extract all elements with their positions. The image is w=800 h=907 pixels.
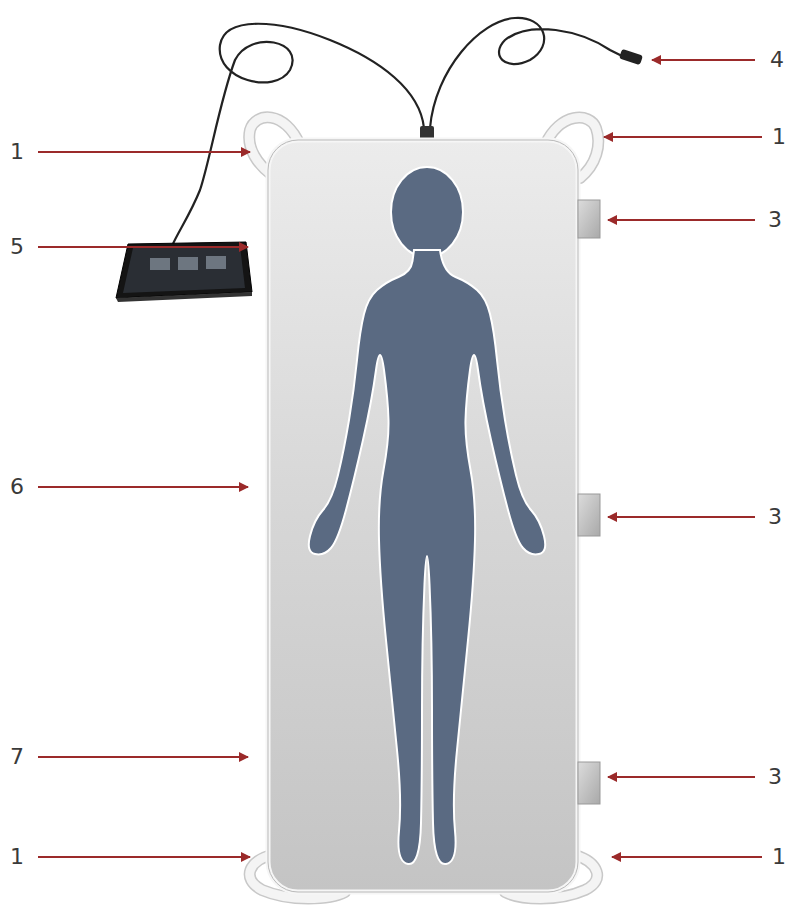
mat-edge <box>268 140 578 892</box>
leader-arrows <box>38 60 762 857</box>
callout-number: 1 <box>772 844 786 870</box>
callout-number: 3 <box>768 764 782 790</box>
callout-number: 1 <box>772 124 786 150</box>
callout-number: 7 <box>10 744 24 770</box>
callout-number: 1 <box>10 844 24 870</box>
plug-connector <box>619 49 643 65</box>
corner-straps <box>249 117 598 898</box>
body-head <box>391 167 463 257</box>
callout-number: 5 <box>10 234 24 260</box>
callout-number: 3 <box>768 504 782 530</box>
velcro-tabs <box>578 200 600 804</box>
body-silhouette <box>309 250 545 864</box>
callout-number: 6 <box>10 474 24 500</box>
mat-body <box>268 140 578 892</box>
controller-tablet <box>116 242 252 302</box>
callout-number: 1 <box>10 139 24 165</box>
callout-number: 3 <box>768 207 782 233</box>
callout-number: 4 <box>770 47 784 73</box>
